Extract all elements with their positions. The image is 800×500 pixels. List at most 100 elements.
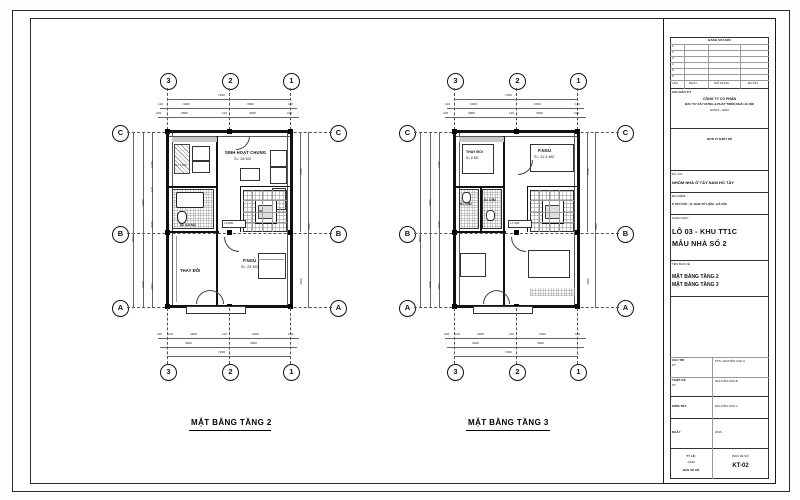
dim3-total-top: 7200 [505,93,512,97]
tread3-6 [530,222,574,223]
column3-C1 [575,129,580,134]
dim-bot-s3: 110 [222,332,227,336]
dim3-row2-e: 220 [574,111,580,115]
grid3-line-bot-1 [577,308,578,364]
column-C3 [165,129,170,134]
grid3-line-3 [454,88,455,130]
owner-block [670,89,769,129]
floor-plan-3: 3 2 1 7200 3400 3300 110 110 220 2800 11… [280,0,700,500]
door-swing-2 [236,136,250,150]
grid-bubble-bot-3: 3 [160,364,177,381]
sign-value-2: NGUYỄN VĂN B [715,379,738,383]
level3-mark-box [508,220,532,228]
rev-row-4: 4 [672,62,674,66]
company-line1: CÔNG TY CỔ PHẦN [703,97,736,101]
dim3-row2-c: 110 [509,111,514,115]
dim-line-left-total [133,132,134,308]
grid-bubble-top-1: 1 [283,73,300,90]
column3-B2 [514,230,519,235]
scale-label: TỶ LỆ: [686,454,696,458]
grid3-bubble-right-B: B [617,226,634,243]
grid3-bubble-bot-1: 1 [570,364,587,381]
sign-role-1: CHỦ TRÌ [672,358,685,362]
dim3-bot-total: 7200 [505,350,512,354]
company-line2: ĐẦU TƯ XÂY DỰNG & PHÁT TRIỂN NHÀ HÀ NỘI [684,102,755,106]
approve-col-div [712,419,713,449]
room-area-living: S= 18 M2 [234,157,252,161]
sofa-1 [270,150,287,167]
tread-4 [243,200,287,201]
dim-bot-s1: 220 [157,332,163,336]
dim3-bot-c: 3400 [472,341,479,345]
signature-block [670,297,769,397]
model-title: MẪU NHÀ SỐ 2 [672,239,727,248]
wall3-inner-east [574,133,575,305]
location-block [670,193,769,215]
bath-outline [172,189,214,229]
bed3-furniture-2 [528,250,570,278]
owner-label: CHỦ ĐẦU TƯ [672,89,691,94]
grid-bubble-top-3: 3 [160,73,177,90]
dim3-line-left-2 [439,132,440,308]
tread-2 [262,190,263,232]
sign-role-3: KIỂM TRA [672,404,687,408]
plan-title-underline-2 [189,430,271,431]
door-swing-1 [224,237,239,252]
dim3-row2-b: 2800 [468,111,475,115]
rev-sep-5 [670,74,769,75]
level-mark-box [222,220,246,228]
dim-line-left-1 [143,132,144,308]
dim3-line-row1 [447,108,584,109]
sheet-label: BẢN VẼ SỐ [682,468,700,472]
drawing-name-1: MẶT BẰNG TẦNG 2 [672,274,719,280]
grid3-bubble-left-A: A [399,300,416,317]
room3-area-bed1: S= 11.5 M2 [534,155,555,159]
dim-left-e: 2340 [150,221,154,228]
dim3-left-total: 8000 [418,235,422,242]
column-B2 [227,230,232,235]
rev-sep-3 [670,62,769,63]
partition-4 [216,231,218,306]
dim-line-bottom-total [167,356,290,357]
column-B1 [288,230,293,235]
grid-line-bot-2 [229,308,230,364]
dim-row2-d: 3300 [249,111,256,115]
rev-col-1 [684,44,685,89]
partition-1 [169,186,217,188]
dim3-left-c: 1430 [437,161,441,168]
dim-row2-b: 2800 [181,111,188,115]
tread3-5 [530,212,574,213]
sheet-number-row [670,449,769,479]
dim-line-row2-top [158,117,299,118]
rev-col-3 [740,44,741,89]
project-label: DỰ ÁN: [672,171,683,176]
counter-top [172,137,217,142]
kitchen-area-label: S= 6 M2 [175,163,187,167]
partition-3 [169,231,219,233]
sheet-col-div [712,449,713,479]
dim3-line-right-1 [587,132,588,232]
level3-mark-text: +7.200 [510,220,520,225]
rev-sep-1 [670,50,769,51]
dim-row1-a: 3400 [183,102,190,106]
rev-sep-2 [670,56,769,57]
column3-C2 [514,129,519,134]
grid-bubble-left-C: C [112,125,129,142]
grid3-bubble-bot-2: 2 [509,364,526,381]
partition-5 [240,186,290,187]
grid-bubble-right-B: B [330,226,347,243]
wall-inner-north [169,136,290,137]
column-C1 [288,129,293,134]
door-swing-4 [210,290,224,304]
partition3-6 [527,186,577,187]
grid3-bubble-bot-3: 3 [447,364,464,381]
dim-row1-edge-r: 110 [288,102,293,106]
dim3-line-bottom-2 [447,347,584,348]
consultant-block [670,129,769,171]
bedroom3-outline [530,144,574,172]
wall3-inner-north [456,136,577,137]
dim3-bot-s1: 220 [444,332,450,336]
column3-A3 [452,304,457,309]
grid-line-3 [167,88,168,130]
